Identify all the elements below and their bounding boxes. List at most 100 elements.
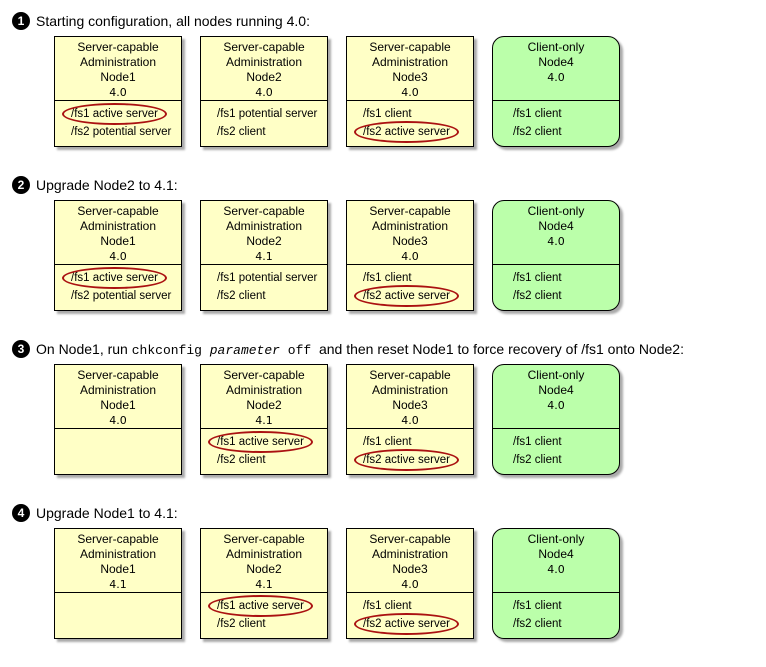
node-label-line: Administration <box>225 383 303 397</box>
node-filesystems: /fs1 client/fs2 active server <box>347 101 473 147</box>
fs-role: /fs2 client <box>513 290 562 302</box>
fs-role: /fs1 potential server <box>217 272 318 284</box>
node-label-line: Administration <box>371 55 449 69</box>
node-label-line: Server-capable <box>77 204 159 218</box>
node-label-line: Node1 <box>100 398 136 412</box>
fs-role: /fs1 client <box>513 436 562 448</box>
node-label-line: Administration <box>225 547 303 561</box>
step-title-part: Upgrade Node2 to 4.1: <box>36 177 178 193</box>
step-header: 2 Upgrade Node2 to 4.1: <box>12 175 178 195</box>
active-server-fs: /fs1 active server <box>208 431 313 453</box>
fs-role: /fs1 client <box>363 600 412 612</box>
fs-role: /fs1 client <box>513 600 562 612</box>
node-label-line: Node2 <box>246 562 282 576</box>
node-label-line: Node1 <box>100 234 136 248</box>
node-version: 4.0 <box>547 235 565 248</box>
node-label-line: Node2 <box>246 398 282 412</box>
node-label-line: Node1 <box>100 70 136 84</box>
active-server-fs: /fs1 active server <box>208 595 313 617</box>
fs-role: /fs1 client <box>363 436 412 448</box>
step-3: 3 On Node1, run chkconfig parameter off a… <box>0 339 766 503</box>
active-server-fs: /fs2 active server <box>354 285 459 307</box>
fs-role: /fs2 client <box>513 126 562 138</box>
node-label-line: Server-capable <box>223 532 305 546</box>
node-version: 4.1 <box>109 578 127 591</box>
fs-role: /fs2 client <box>217 618 266 630</box>
node-label-line: Server-capable <box>77 40 159 54</box>
node-label-line: Node3 <box>392 562 428 576</box>
node-version: 4.1 <box>255 250 273 263</box>
node-filesystems: /fs1 client/fs2 client <box>493 429 619 475</box>
node-label-line: Node3 <box>392 70 428 84</box>
node-version: 4.0 <box>547 399 565 412</box>
node-filesystems <box>55 593 181 639</box>
step-title: Starting configuration, all nodes runnin… <box>36 13 310 29</box>
fs-role: /fs2 potential server <box>71 126 172 138</box>
node-label-line: Server-capable <box>369 40 451 54</box>
node-version: 4.1 <box>255 578 273 591</box>
step-header: 3 On Node1, run chkconfig parameter off a… <box>12 339 684 359</box>
step-title-part: parameter <box>209 342 280 358</box>
node-label-line: Node4 <box>538 55 574 69</box>
node-version: 4.0 <box>547 71 565 84</box>
step-title-part: Starting configuration, all nodes runnin… <box>36 13 310 29</box>
fs-role: /fs1 client <box>513 108 562 120</box>
node-label-line: Administration <box>371 383 449 397</box>
node-label-line: Server-capable <box>223 40 305 54</box>
step-number-badge: 1 <box>12 12 30 30</box>
active-server-fs: /fs1 active server <box>62 267 167 289</box>
node-label-line: Administration <box>225 219 303 233</box>
node-filesystems <box>55 429 181 475</box>
node-label-line: Server-capable <box>223 368 305 382</box>
node-label-line: Client-only <box>527 532 585 546</box>
step-number-badge: 2 <box>12 176 30 194</box>
step-title: On Node1, run chkconfig parameter off an… <box>36 341 684 358</box>
step-number-badge: 4 <box>12 504 30 522</box>
node-version: 4.0 <box>401 86 419 99</box>
step-header: 1 Starting configuration, all nodes runni… <box>12 11 310 31</box>
node-filesystems: /fs1 client/fs2 active server <box>347 265 473 311</box>
node-filesystems: /fs1 active server/fs2 client <box>201 593 327 639</box>
node-label-line: Node4 <box>538 219 574 233</box>
node-label-line: Node3 <box>392 234 428 248</box>
step-title-part: On Node1, run <box>36 340 132 357</box>
step-title-part: chkconfig <box>131 342 210 358</box>
node-label-line: Client-only <box>527 204 585 218</box>
node-label-line: Server-capable <box>369 532 451 546</box>
node-version: 4.0 <box>401 578 419 591</box>
fs-role: /fs1 potential server <box>217 108 318 120</box>
node-filesystems: /fs1 potential server/fs2 client <box>201 101 327 147</box>
node-filesystems: /fs1 active server/fs2 potential server <box>55 265 181 311</box>
node-version: 4.0 <box>401 414 419 427</box>
node-label-line: Node4 <box>538 547 574 561</box>
node-label-line: Server-capable <box>77 532 159 546</box>
step-1: 1 Starting configuration, all nodes runni… <box>0 11 766 175</box>
node-version: 4.0 <box>401 250 419 263</box>
node-filesystems: /fs1 client/fs2 active server <box>347 429 473 475</box>
node-version: 4.1 <box>255 414 273 427</box>
node-label-line: Administration <box>371 219 449 233</box>
step-number-badge: 3 <box>12 340 30 358</box>
